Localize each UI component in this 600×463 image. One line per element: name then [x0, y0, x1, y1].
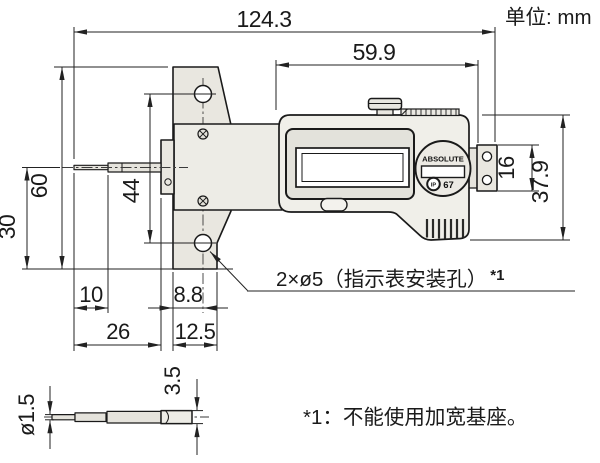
brand-label: ABSOLUTE [422, 155, 464, 164]
frame-block [173, 123, 283, 211]
dimension-tip-dia: ø1.5 [14, 386, 54, 449]
holes-annotation: 2×ø5（指示表安装孔）*1 [209, 251, 575, 292]
dimension-hole-offset: 8.8 [148, 282, 228, 311]
clamp-hole-bottom [481, 174, 493, 186]
dimension-display-width: 59.9 [275, 39, 479, 143]
battery-lid [420, 165, 466, 179]
detail-shank-break-line [165, 410, 169, 424]
dimension-tip-length: 10 [74, 282, 108, 311]
dim-unit-height-value: 37.9 [527, 161, 553, 204]
clamp-screw [367, 97, 403, 116]
depth-gauge-main-view: ABSOLUTE IP 67 [62, 66, 498, 313]
dim-tip-dia-value: ø1.5 [14, 394, 39, 436]
dim-stem-dia-value: 3.5 [160, 366, 185, 395]
dim-display-width-value: 59.9 [353, 39, 396, 65]
probe-detail-view: ø1.5 3.5 [14, 366, 209, 455]
detail-tip [51, 414, 76, 421]
thumb-grip-serrations [425, 219, 465, 239]
ip67-prefix: IP [431, 182, 437, 188]
bottom-extension-lines [73, 173, 218, 351]
dimension-hole-pitch: 44 [118, 93, 216, 244]
detail-segment-3 [106, 410, 162, 424]
dimension-overall-width: 124.3 [73, 6, 496, 159]
lcd-active-area [301, 153, 404, 182]
ip67-logo: IP 67 [426, 176, 454, 192]
screw-top [197, 128, 209, 140]
dimension-base-height: 60 [22, 66, 233, 270]
dimension-probe-length: 26 [74, 319, 161, 348]
dim-tip-length-value: 10 [79, 282, 103, 307]
unit-note: 单位: mm [505, 6, 592, 29]
dim-probe-center-height-value: 30 [0, 215, 20, 240]
dim-hole-pitch-value: 44 [118, 178, 144, 203]
dim-hole-offset-value: 8.8 [173, 282, 202, 307]
dimension-block-height: 16 [494, 144, 539, 192]
dimension-unit-height: 37.9 [470, 114, 570, 241]
clamp-hole-top [481, 151, 493, 162]
endcap-pin-hole [164, 178, 172, 186]
lcd-screen [295, 147, 410, 188]
detail-segment-2 [74, 412, 107, 423]
dim-block-height-value: 16 [494, 156, 519, 180]
dimension-probe-center-height: 30 [0, 167, 60, 269]
dimension-base-thickness: 12.5 [173, 319, 217, 348]
dim-base-thickness-value: 12.5 [175, 319, 216, 344]
detail-shank [160, 409, 193, 425]
origin-button [320, 197, 348, 212]
footnote-text: *1：不能使用加宽基座。 [303, 406, 527, 429]
probe-endcap [160, 139, 175, 195]
dim-base-height-value: 60 [26, 174, 52, 199]
holes-annotation-text: 2×ø5（指示表安装孔）*1 [276, 267, 504, 291]
screw-bottom [197, 195, 209, 207]
dim-probe-length-value: 26 [106, 319, 130, 344]
dim-overall-width-value: 124.3 [236, 6, 291, 32]
dimension-stem-dia: 3.5 [160, 366, 203, 455]
rack-teeth [400, 108, 460, 117]
ip67-rating: 67 [443, 180, 454, 191]
